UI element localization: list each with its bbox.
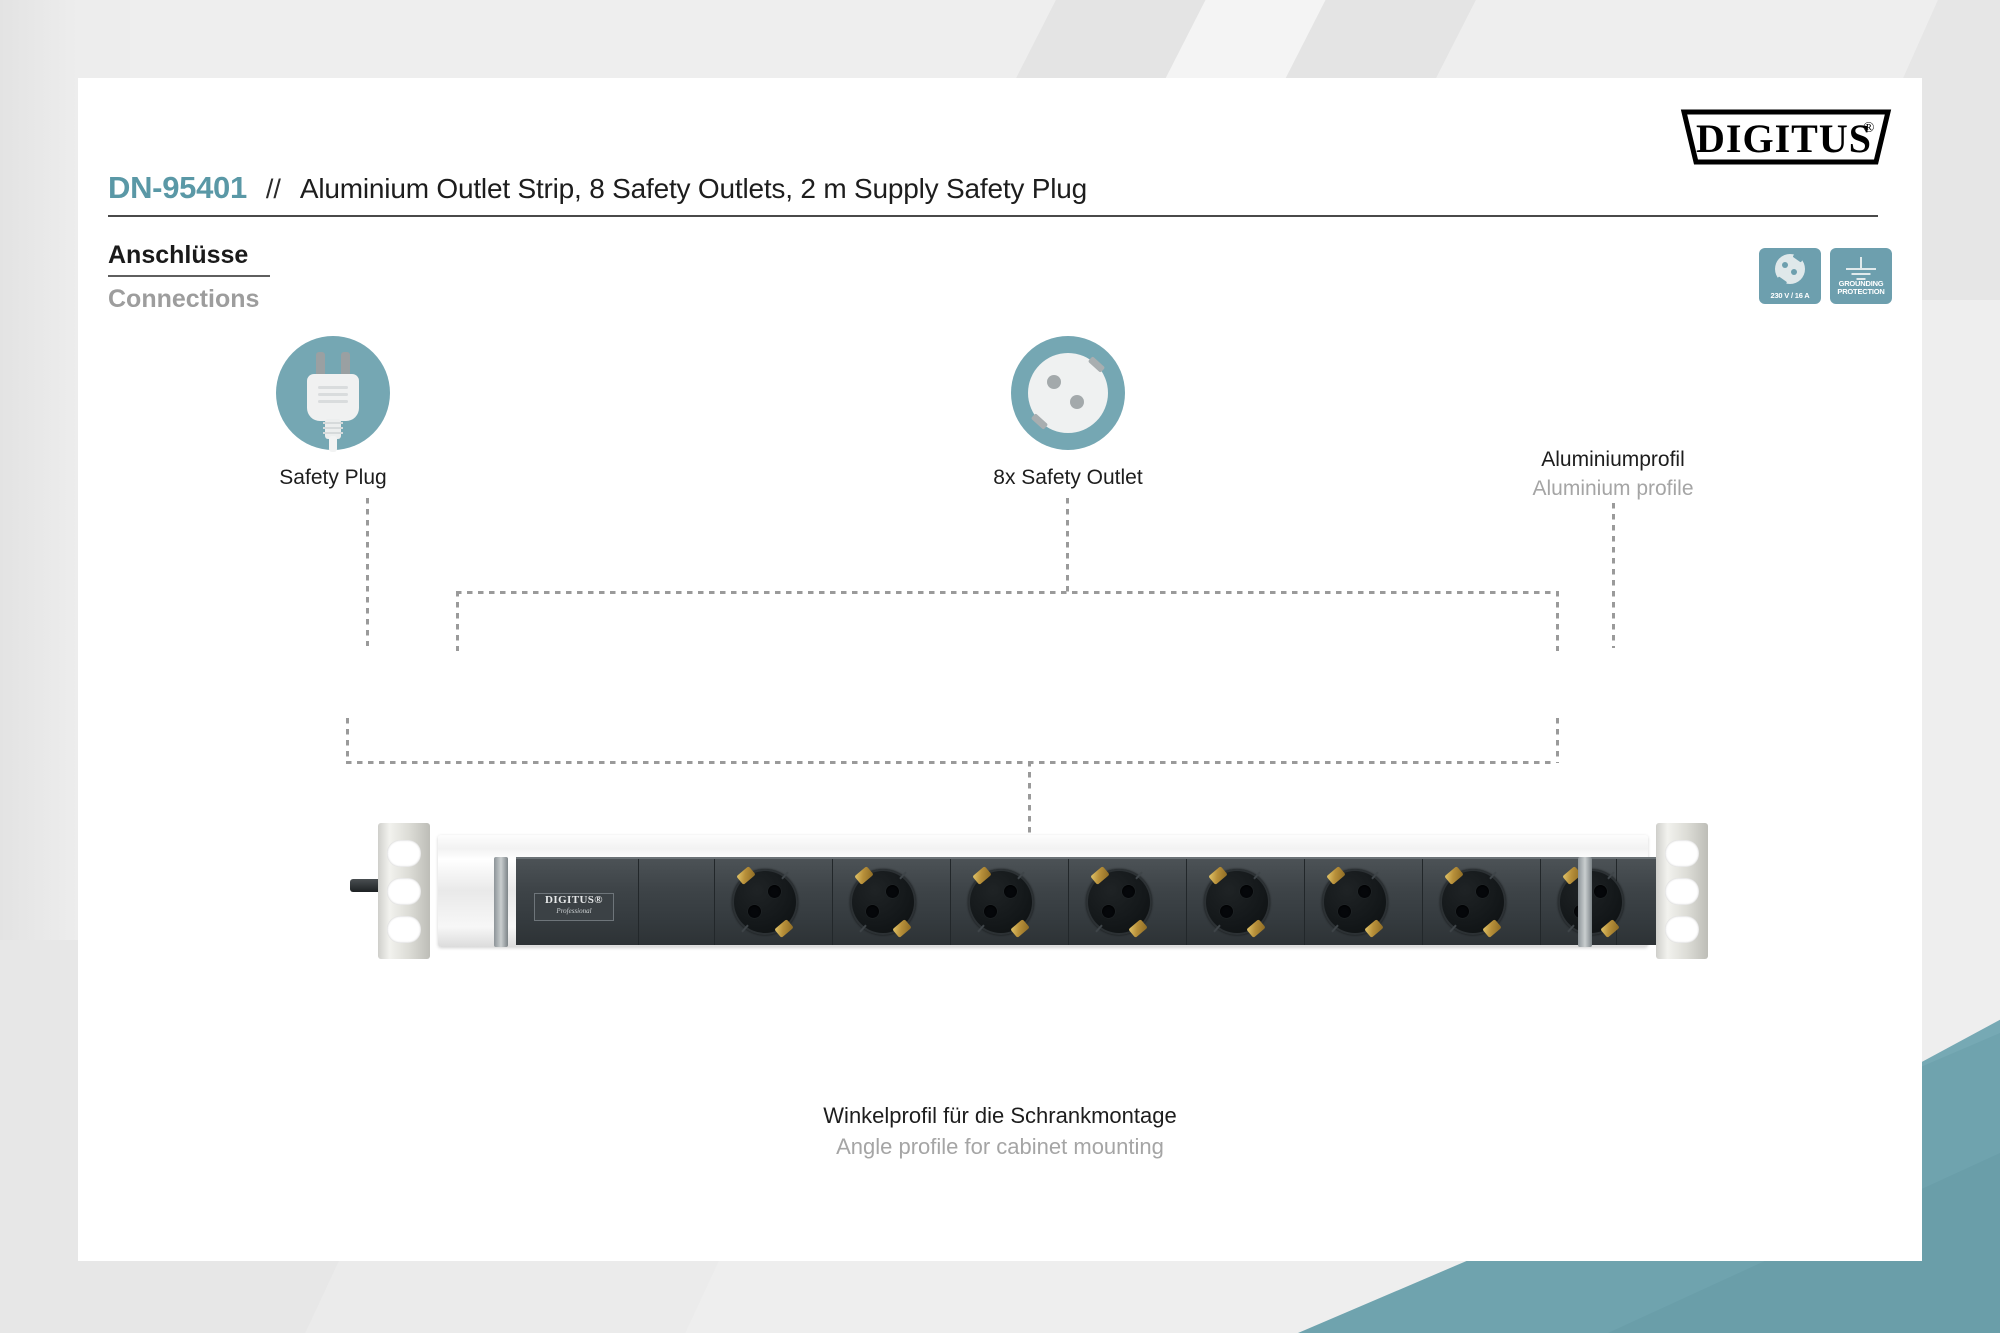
section-heading: Anschlüsse Connections [108, 241, 271, 314]
plug-icon-pin-right [341, 352, 350, 379]
badge-voltage-current: 230 V / 16 A [1759, 248, 1821, 304]
content-card: DIGITUS ® DN-95401 // Aluminium Outlet S… [78, 78, 1922, 1261]
plug-icon-ridge-1 [318, 386, 348, 389]
leader-line-outlet-right-drop [1556, 591, 1559, 651]
outlet-icon-hole-1 [1047, 375, 1061, 389]
bracket-slot [387, 916, 421, 943]
section-heading-de: Anschlüsse [108, 241, 271, 277]
leader-line-angle-drop [1028, 761, 1031, 891]
feature-label-safety-outlet: 8x Safety Outlet [993, 466, 1143, 489]
plug-icon-neck [323, 419, 343, 439]
title-separator: // [265, 174, 281, 204]
strip-segment [1304, 859, 1423, 945]
outlet-icon-clip-top [1087, 356, 1106, 373]
product-brand-label: DIGITUS® Professional [534, 893, 614, 921]
strip-segment [638, 859, 715, 945]
outlet-socket [1204, 866, 1270, 938]
plug-icon-cord [329, 436, 337, 452]
outlet-icon-hole-2 [1070, 395, 1084, 409]
grounding-icon-bar-3 [1856, 278, 1866, 280]
outlet-strip-body: DIGITUS® Professional [516, 859, 1693, 945]
grounding-icon-stem [1860, 257, 1862, 268]
mounting-bracket-right [1656, 823, 1708, 959]
plug-icon-ridge-2 [318, 393, 348, 396]
page-title-row: DN-95401 // Aluminium Outlet Strip, 8 Sa… [108, 170, 1878, 217]
callout-aluminium-profile: Aluminiumprofil Aluminium profile [1468, 448, 1758, 501]
leader-line-angle-left-riser [346, 718, 349, 763]
strip-segment [1186, 859, 1305, 945]
strip-segment [714, 859, 833, 945]
grounding-icon-bar-2 [1851, 273, 1871, 275]
strip-segment [1422, 859, 1541, 945]
outlet-icon [1011, 336, 1125, 450]
feature-safety-outlet: 8x Safety Outlet [938, 336, 1198, 490]
strip-segment [950, 859, 1069, 945]
end-cap-left [494, 857, 508, 947]
outlet-socket [1322, 866, 1388, 938]
outlet-socket [1086, 866, 1152, 938]
svg-text:DIGITUS: DIGITUS [1696, 116, 1872, 161]
plug-icon-body [307, 374, 359, 421]
mounting-bracket-left [378, 823, 430, 959]
feature-label-safety-plug: Safety Plug [279, 466, 387, 489]
plug-icon-pin-left [316, 352, 325, 379]
product-sku: DN-95401 [108, 170, 247, 205]
outlet-socket [1440, 866, 1506, 938]
badge-voltage-caption: 230 V / 16 A [1770, 291, 1810, 300]
end-cap-right [1578, 857, 1592, 947]
strip-segment [832, 859, 951, 945]
svg-text:®: ® [1863, 120, 1874, 136]
bracket-slot [1665, 840, 1699, 867]
body-top-edge [516, 857, 1692, 860]
grounding-icon [1845, 257, 1877, 283]
leader-line-aluminium-profile [1612, 503, 1615, 648]
callout-angle-profile: Winkelprofil für die Schrankmontage Angl… [78, 1103, 1922, 1160]
socket-icon [1775, 253, 1805, 285]
product-brand-label-line1: DIGITUS® [545, 894, 603, 906]
socket-icon-clip-top [1792, 253, 1804, 263]
leader-line-angle-horizontal [346, 761, 1556, 764]
bracket-slot [1665, 878, 1699, 905]
product-brand-label-line2: Professional [556, 907, 592, 915]
bracket-slot [1665, 916, 1699, 943]
badge-grounding-line1: GROUNDING [1838, 279, 1884, 288]
grounding-icon-bar-1 [1846, 268, 1876, 270]
plug-icon-ridge-3 [318, 400, 348, 403]
strip-segment [516, 859, 639, 945]
socket-icon-clip-bottom [1776, 275, 1788, 285]
callout-angle-profile-en: Angle profile for cabinet mounting [836, 1134, 1164, 1159]
certification-badges: 230 V / 16 A GROUNDING PROTECTION [1759, 248, 1892, 304]
outlet-socket [968, 866, 1034, 938]
leader-line-outlet-left-drop [456, 591, 459, 651]
outlet-icon-clip-bottom [1030, 413, 1049, 430]
callout-aluminium-profile-en: Aluminium profile [1532, 477, 1694, 500]
plug-icon [276, 336, 390, 452]
callout-aluminium-profile-de: Aluminiumprofil [1541, 448, 1685, 471]
leader-line-angle-right-riser [1556, 718, 1559, 763]
callout-angle-profile-de: Winkelprofil für die Schrankmontage [823, 1103, 1177, 1128]
outlet-icon-face [1028, 353, 1108, 433]
leader-line-outlet-horizontal [456, 591, 1556, 594]
badge-grounding: GROUNDING PROTECTION [1830, 248, 1892, 304]
digitus-logo-mark: DIGITUS ® [1680, 109, 1892, 165]
leader-line-safety-plug [366, 498, 369, 646]
product-image: DIGITUS® Professional [350, 823, 1738, 959]
product-title: Aluminium Outlet Strip, 8 Safety Outlets… [299, 173, 1088, 204]
outlet-socket [850, 866, 916, 938]
bracket-slot [387, 840, 421, 867]
aluminium-profile-frame: DIGITUS® Professional [438, 835, 1693, 947]
strip-segment [1068, 859, 1187, 945]
outlet-socket [732, 866, 798, 938]
badge-grounding-line2: PROTECTION [1837, 287, 1885, 296]
bracket-slot [387, 878, 421, 905]
section-heading-en: Connections [108, 285, 260, 313]
digitus-logo: DIGITUS ® [1680, 106, 1892, 168]
badge-grounding-caption: GROUNDING PROTECTION [1830, 280, 1892, 296]
feature-safety-plug: Safety Plug [233, 336, 433, 490]
leader-line-outlet-vertical [1066, 498, 1069, 593]
